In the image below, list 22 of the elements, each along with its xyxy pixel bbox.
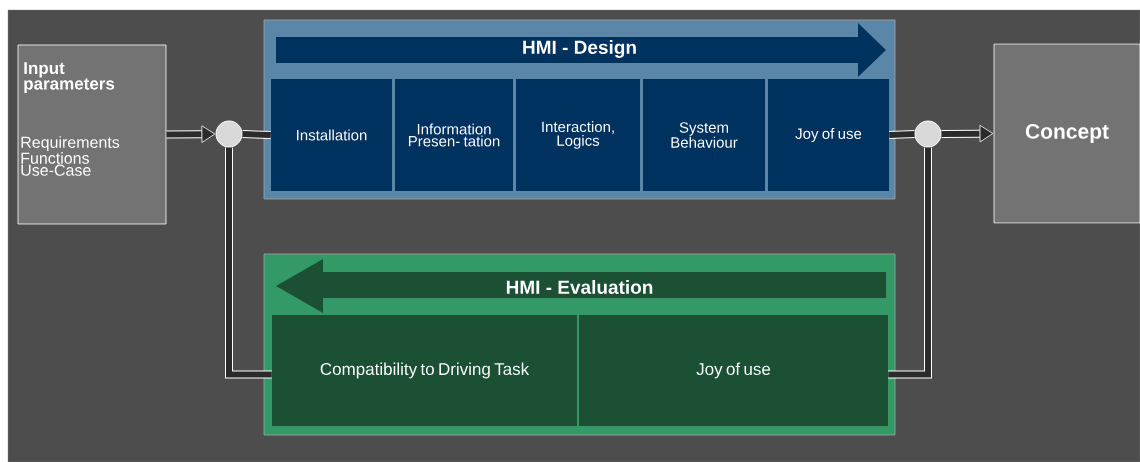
panel-heading: HMI - Design <box>523 40 636 58</box>
input-heading: Input parameters <box>24 62 115 94</box>
connector <box>166 125 216 143</box>
connector <box>225 147 272 379</box>
evaluation-cell: Joy of use <box>579 315 888 426</box>
node-label: Compatibility to Driving Task <box>320 362 530 379</box>
connector <box>889 130 915 139</box>
evaluation-cell: Compatibility to Driving Task <box>272 315 577 426</box>
design-cell: Joy of use <box>768 79 889 191</box>
junction-circle <box>215 120 243 148</box>
design-cell: Interaction, Logics <box>516 79 640 191</box>
connector <box>941 124 994 143</box>
junction-circle <box>914 120 942 148</box>
connector <box>888 147 932 379</box>
design-cell: Installation <box>271 79 392 191</box>
connector <box>242 130 271 139</box>
concept-box: Concept <box>993 43 1140 224</box>
design-cell: System Behaviour <box>643 79 765 191</box>
node-label: Joy of use <box>696 362 771 379</box>
design-cell: Information Presen- tation <box>395 79 513 191</box>
panel-heading: HMI - Evaluation <box>506 280 653 294</box>
input-list: Requirements Functions Use-Case <box>21 136 120 176</box>
